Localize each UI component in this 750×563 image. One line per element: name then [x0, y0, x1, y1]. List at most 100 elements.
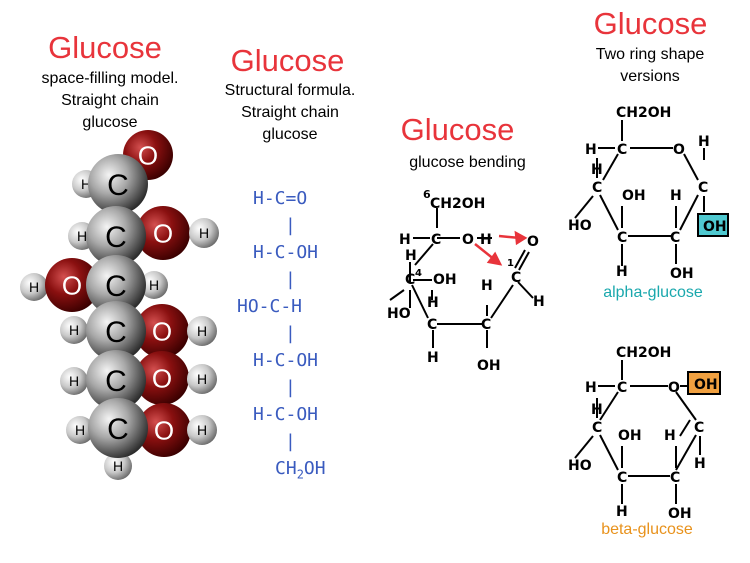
c-atom-3: C — [86, 255, 146, 315]
h-atom-7: H — [187, 316, 217, 346]
c4-label: C — [405, 272, 415, 288]
h-atom-4-sphere — [20, 273, 48, 301]
h-link-label: H — [480, 232, 492, 248]
structural-formula-title: Glucose — [230, 43, 345, 78]
o-atom-4: O — [135, 304, 189, 358]
h-atom-12: H — [104, 452, 132, 480]
space-filling-subtitle-line-3: glucose — [82, 114, 138, 131]
formula-bond-4: | — [285, 377, 296, 398]
beta-o-label: O — [668, 380, 680, 396]
structural-formula-panel: Glucose Structural formula. Straight cha… — [205, 0, 375, 563]
h-atom-11-sphere — [187, 415, 217, 445]
alpha-c4-label: C — [592, 180, 602, 196]
c3-label: C — [427, 317, 437, 333]
h-atom-12-sphere — [104, 452, 132, 480]
beta-ho-c4-label: HO — [568, 458, 592, 474]
structural-formula-subtitle-line-1: Structural formula. — [224, 82, 356, 99]
ring-shapes-panel: Glucose Two ring shape versions CH2OH C — [560, 0, 750, 563]
c-atom-4: C — [86, 301, 146, 361]
h-atom-3-label: H — [199, 225, 209, 241]
ring-shapes-subtitle-line-2: versions — [620, 68, 680, 85]
alpha-h-c2-label: H — [670, 188, 682, 204]
o-atom-2-sphere — [136, 206, 190, 260]
h-atom-5: H — [140, 271, 168, 299]
formula-bond-1: | — [285, 215, 296, 236]
c-atom-6: C — [88, 398, 148, 458]
c-atom-2-sphere — [86, 206, 146, 266]
alpha-h-c3-label: H — [616, 264, 628, 280]
space-filling-title: Glucose — [48, 30, 162, 65]
formula-line-5: H-C-OH — [253, 404, 319, 425]
h-atom-6-label: H — [69, 322, 79, 338]
alpha-oh-box — [697, 213, 729, 237]
h-atom-8-label: H — [69, 373, 79, 389]
h-atom-10-label: H — [75, 422, 85, 438]
c-atom-2-label: C — [105, 221, 127, 254]
beta-oh-c3-label: OH — [618, 428, 642, 444]
o-atom-2: O — [136, 206, 190, 260]
h-atom-9-sphere — [187, 364, 217, 394]
o-carbonyl-label: O — [527, 234, 539, 250]
o-atom-3: O — [45, 258, 99, 312]
structural-formula-subtitle: Structural formula. Straight chain gluco… — [205, 80, 375, 146]
c-atom-2: C — [86, 206, 146, 266]
h-atom-1-label: H — [81, 176, 91, 192]
h-atom-2-label: H — [77, 228, 87, 244]
formula-line-4: H-C-OH — [253, 350, 319, 371]
alpha-ho-c4-label: HO — [568, 218, 592, 234]
beta-glucose-ring: CH2OH C O H C C OH H H HO H C C H OH OH — [568, 345, 721, 522]
ho-c4-label: HO — [387, 306, 411, 322]
beta-h-c2-label: H — [664, 428, 676, 444]
space-filling-subtitle: space-filling model. Straight chain gluc… — [10, 68, 210, 134]
alpha-c5-label: C — [617, 142, 627, 158]
glucose-bending-subtitle: glucose bending — [409, 154, 526, 171]
beta-c3-label: C — [617, 470, 627, 486]
alpha-c1-label: C — [698, 180, 708, 196]
beta-h-c3-label: H — [616, 504, 628, 520]
o-atom-5-sphere — [135, 351, 189, 405]
alpha-oh-c2-label: OH — [670, 266, 694, 282]
oh-c3-label: OH — [433, 272, 457, 288]
h-atom-4-label: H — [29, 279, 39, 295]
alpha-h-c4-label: H — [591, 162, 603, 178]
h-atom-11: H — [187, 415, 217, 445]
c4-superscript: 4 — [415, 268, 422, 279]
alpha-ch2oh-label: CH2OH — [616, 105, 671, 121]
h-atom-10: H — [66, 416, 94, 444]
o-atom-3-sphere — [45, 258, 99, 312]
o-atom-4-label: O — [152, 316, 172, 346]
h-c1-label: H — [533, 294, 545, 310]
h-atom-3: H — [189, 218, 219, 248]
formula-bond-5: | — [285, 431, 296, 452]
alpha-glucose-label: alpha-glucose — [603, 284, 703, 301]
h-atom-6-sphere — [60, 316, 88, 344]
alpha-h-c1-top-label: H — [698, 134, 710, 150]
c-atom-1-label: C — [107, 169, 129, 202]
h-atom-11-label: H — [197, 422, 207, 438]
o-link-label: O — [462, 232, 474, 248]
glucose-bending-title: Glucose — [400, 112, 515, 147]
alpha-c2-label: C — [670, 230, 680, 246]
beta-ch2oh-label: CH2OH — [616, 345, 671, 361]
formula-line-1: H-C=O — [253, 188, 308, 209]
h-atom-4: H — [20, 273, 48, 301]
alpha-o-label: O — [673, 142, 685, 158]
h-atom-8: H — [60, 367, 88, 395]
c2-label: C — [481, 317, 491, 333]
ring-shapes-subtitle-line-1: Two ring shape — [595, 46, 705, 63]
c-atom-3-label: C — [105, 270, 127, 303]
h-c5-label: H — [399, 232, 411, 248]
c1-superscript: 1 — [507, 258, 514, 269]
glucose-bending-diagram: 6 CH2OH C O H O H C 4 H OH H 1 C H HO H … — [387, 188, 545, 374]
h-atom-9: H — [187, 364, 217, 394]
o-atom-1-label: O — [138, 140, 158, 170]
c-atom-1: C — [88, 154, 148, 214]
beta-h-c1-label: H — [694, 456, 706, 472]
ch2oh-label: CH2OH — [430, 196, 485, 212]
beta-oh-box — [687, 371, 721, 395]
structural-formula-subtitle-line-2: Straight chain — [241, 104, 339, 121]
beta-h-c4-label: H — [591, 402, 603, 418]
c-atom-5-label: C — [105, 365, 127, 398]
beta-oh-c2-label: OH — [668, 506, 692, 522]
